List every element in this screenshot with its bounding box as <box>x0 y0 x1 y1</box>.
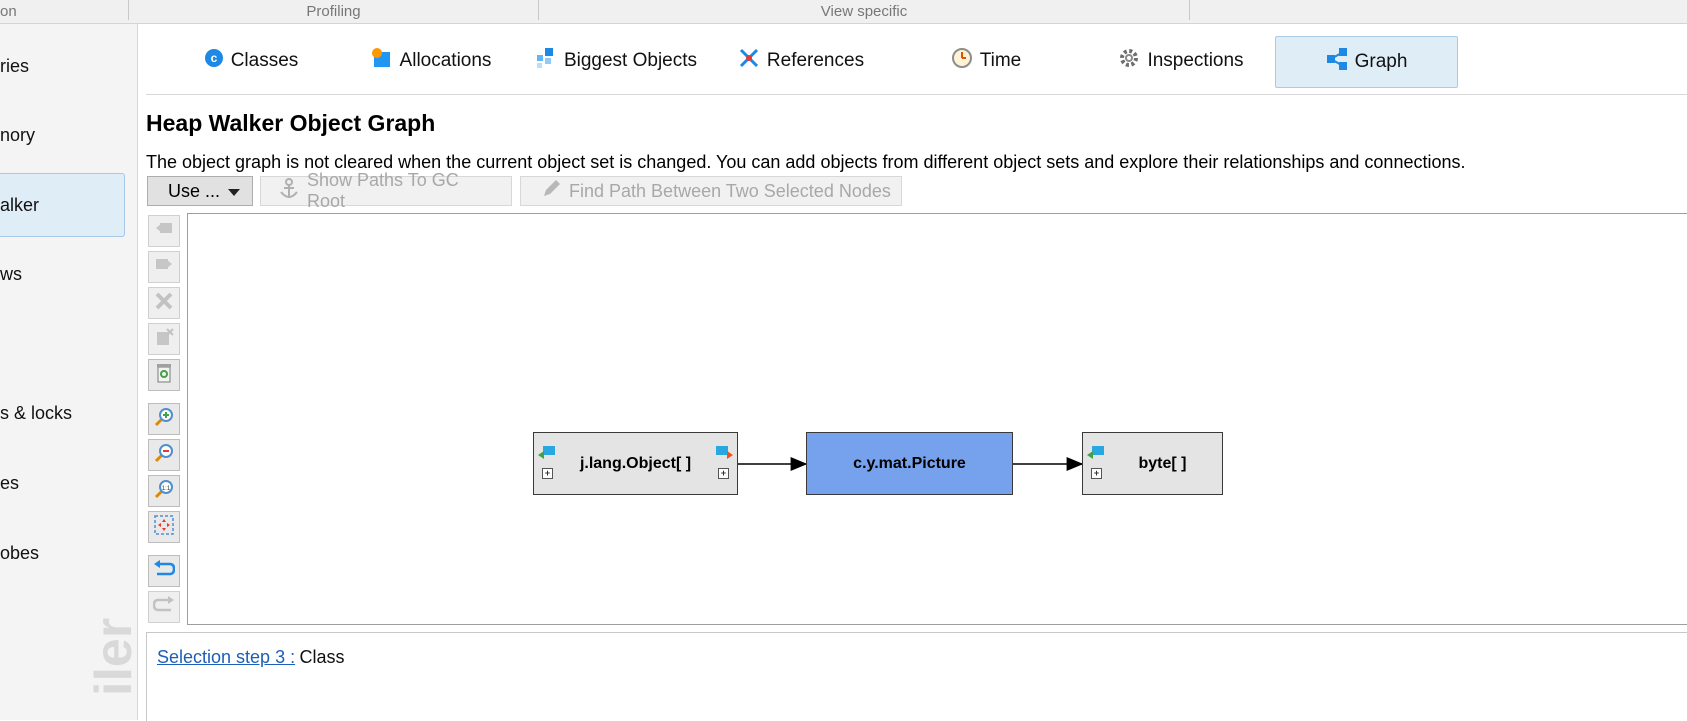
sidebar-item-label: ws <box>0 264 22 284</box>
graph-canvas[interactable]: + j.lang.Object[ ] + c.y.mat.Picture + b… <box>187 213 1687 625</box>
profiler-watermark: iler <box>85 617 138 696</box>
page-description: The object graph is not cleared when the… <box>146 152 1466 172</box>
selection-step-link[interactable]: Selection step 3 : <box>157 647 296 667</box>
expand-incoming-icon[interactable]: + <box>1091 468 1102 479</box>
tab-time[interactable]: Time <box>936 36 1036 86</box>
tab-label: Time <box>979 50 1022 71</box>
view-tabs: c Classes Allocations Biggest Objects Re… <box>146 34 1687 95</box>
tab-label: Classes <box>230 50 299 71</box>
fit-content-icon <box>153 514 175 541</box>
node-label: j.lang.Object[ ] <box>579 454 692 472</box>
expand-incoming-icon[interactable]: + <box>542 468 553 479</box>
zoom-in-button[interactable] <box>148 403 180 435</box>
tab-label: Graph <box>1354 51 1408 72</box>
outgoing-arrow-icon[interactable] <box>715 445 733 466</box>
remove-nodes-icon <box>154 327 174 352</box>
sidebar: ries nory alker ws s & locks es obes ile… <box>0 24 138 720</box>
zoom-100-icon: 1:1 <box>153 478 175 505</box>
tab-label: Biggest Objects <box>563 50 698 71</box>
gear-icon <box>1118 47 1140 75</box>
tab-classes[interactable]: c Classes <box>176 36 326 86</box>
graph-edges <box>738 457 1084 471</box>
fit-to-window-button[interactable] <box>148 511 180 543</box>
remove-node-button[interactable] <box>148 287 180 319</box>
graph-node-byte-array[interactable]: + byte[ ] <box>1082 432 1223 495</box>
use-button-label: Use ... <box>168 180 221 201</box>
svg-text:c: c <box>210 51 217 65</box>
show-paths-to-gc-root-button[interactable]: Show Paths To GC Root <box>260 170 512 211</box>
incoming-arrow-icon[interactable] <box>538 445 556 466</box>
sidebar-item-label: es <box>0 473 20 493</box>
tab-allocations[interactable]: Allocations <box>356 36 506 86</box>
selection-status-bar: Selection step 3 : Class <box>146 632 1687 721</box>
section-divider <box>538 0 539 20</box>
find-path-label: Find Path Between Two Selected Nodes <box>569 180 891 201</box>
zoom-in-icon <box>153 406 175 433</box>
section-divider <box>1189 0 1190 20</box>
chevron-down-icon <box>228 181 241 202</box>
tab-inspections[interactable]: Inspections <box>1106 36 1256 86</box>
graph-node-object-array[interactable]: + j.lang.Object[ ] + <box>533 432 738 495</box>
section-label-settings: on <box>0 3 17 20</box>
tab-biggest-objects[interactable]: Biggest Objects <box>526 36 706 86</box>
graph-icon <box>1326 48 1348 76</box>
incoming-refs-icon <box>154 220 174 243</box>
svg-text:1:1: 1:1 <box>162 486 171 492</box>
sidebar-item-databases[interactable]: es <box>0 453 19 513</box>
sidebar-item-memory[interactable]: nory <box>0 105 35 165</box>
sidebar-item-libraries[interactable]: ries <box>0 36 29 96</box>
undo-button[interactable] <box>148 555 180 587</box>
redo-icon <box>152 595 175 620</box>
expand-outgoing-icon[interactable]: + <box>718 468 729 479</box>
undo-icon <box>153 559 176 584</box>
sidebar-item-heap-walker[interactable]: alker <box>0 173 125 237</box>
redo-button[interactable] <box>148 591 180 623</box>
zoom-out-icon <box>153 442 175 469</box>
trash-can-icon <box>154 362 174 389</box>
sidebar-item-label: obes <box>0 543 40 563</box>
expand-incoming-button[interactable] <box>148 215 180 247</box>
sidebar-item-label: ries <box>0 56 30 76</box>
close-icon <box>154 291 174 316</box>
tab-label: Allocations <box>399 50 492 71</box>
zoom-actual-size-button[interactable]: 1:1 <box>148 475 180 507</box>
sidebar-item-label: nory <box>0 125 36 145</box>
expand-outgoing-button[interactable] <box>148 251 180 283</box>
clear-graph-button[interactable] <box>148 359 180 391</box>
use-dropdown-button[interactable]: Use ... <box>147 176 253 206</box>
allocations-icon <box>371 47 393 75</box>
outgoing-refs-icon <box>154 256 174 279</box>
section-label-view-specific: View specific <box>820 3 908 20</box>
section-divider <box>128 0 129 20</box>
sidebar-item-threads-locks[interactable]: s & locks <box>0 383 72 443</box>
page-title: Heap Walker Object Graph <box>146 110 436 136</box>
sidebar-item-probes[interactable]: obes <box>0 523 39 583</box>
remove-unselected-button[interactable] <box>148 323 180 355</box>
show-paths-label: Show Paths To GC Root <box>307 170 459 211</box>
sidebar-item-views[interactable]: ws <box>0 244 22 304</box>
selection-step-value: Class <box>299 647 345 667</box>
graph-node-picture[interactable]: c.y.mat.Picture <box>806 432 1013 495</box>
classes-icon: c <box>204 48 224 74</box>
tab-graph[interactable]: Graph <box>1275 36 1458 88</box>
node-label: byte[ ] <box>1138 454 1187 472</box>
sidebar-item-label: alker <box>0 195 40 215</box>
references-icon <box>738 47 760 75</box>
anchor-icon <box>279 177 299 205</box>
node-label: c.y.mat.Picture <box>853 454 966 472</box>
tab-references[interactable]: References <box>726 36 876 86</box>
biggest-objects-icon <box>535 47 557 75</box>
find-path-button[interactable]: Find Path Between Two Selected Nodes <box>520 176 902 206</box>
view-section-bar: on Profiling View specific <box>0 0 1687 24</box>
tab-label: References <box>766 50 865 71</box>
incoming-arrow-icon[interactable] <box>1087 445 1105 466</box>
tab-label: Inspections <box>1147 50 1244 71</box>
clock-icon <box>951 47 973 75</box>
zoom-out-button[interactable] <box>148 439 180 471</box>
pencil-icon <box>541 179 561 204</box>
sidebar-item-label: s & locks <box>0 403 73 423</box>
section-label-profiling: Profiling <box>306 3 361 20</box>
